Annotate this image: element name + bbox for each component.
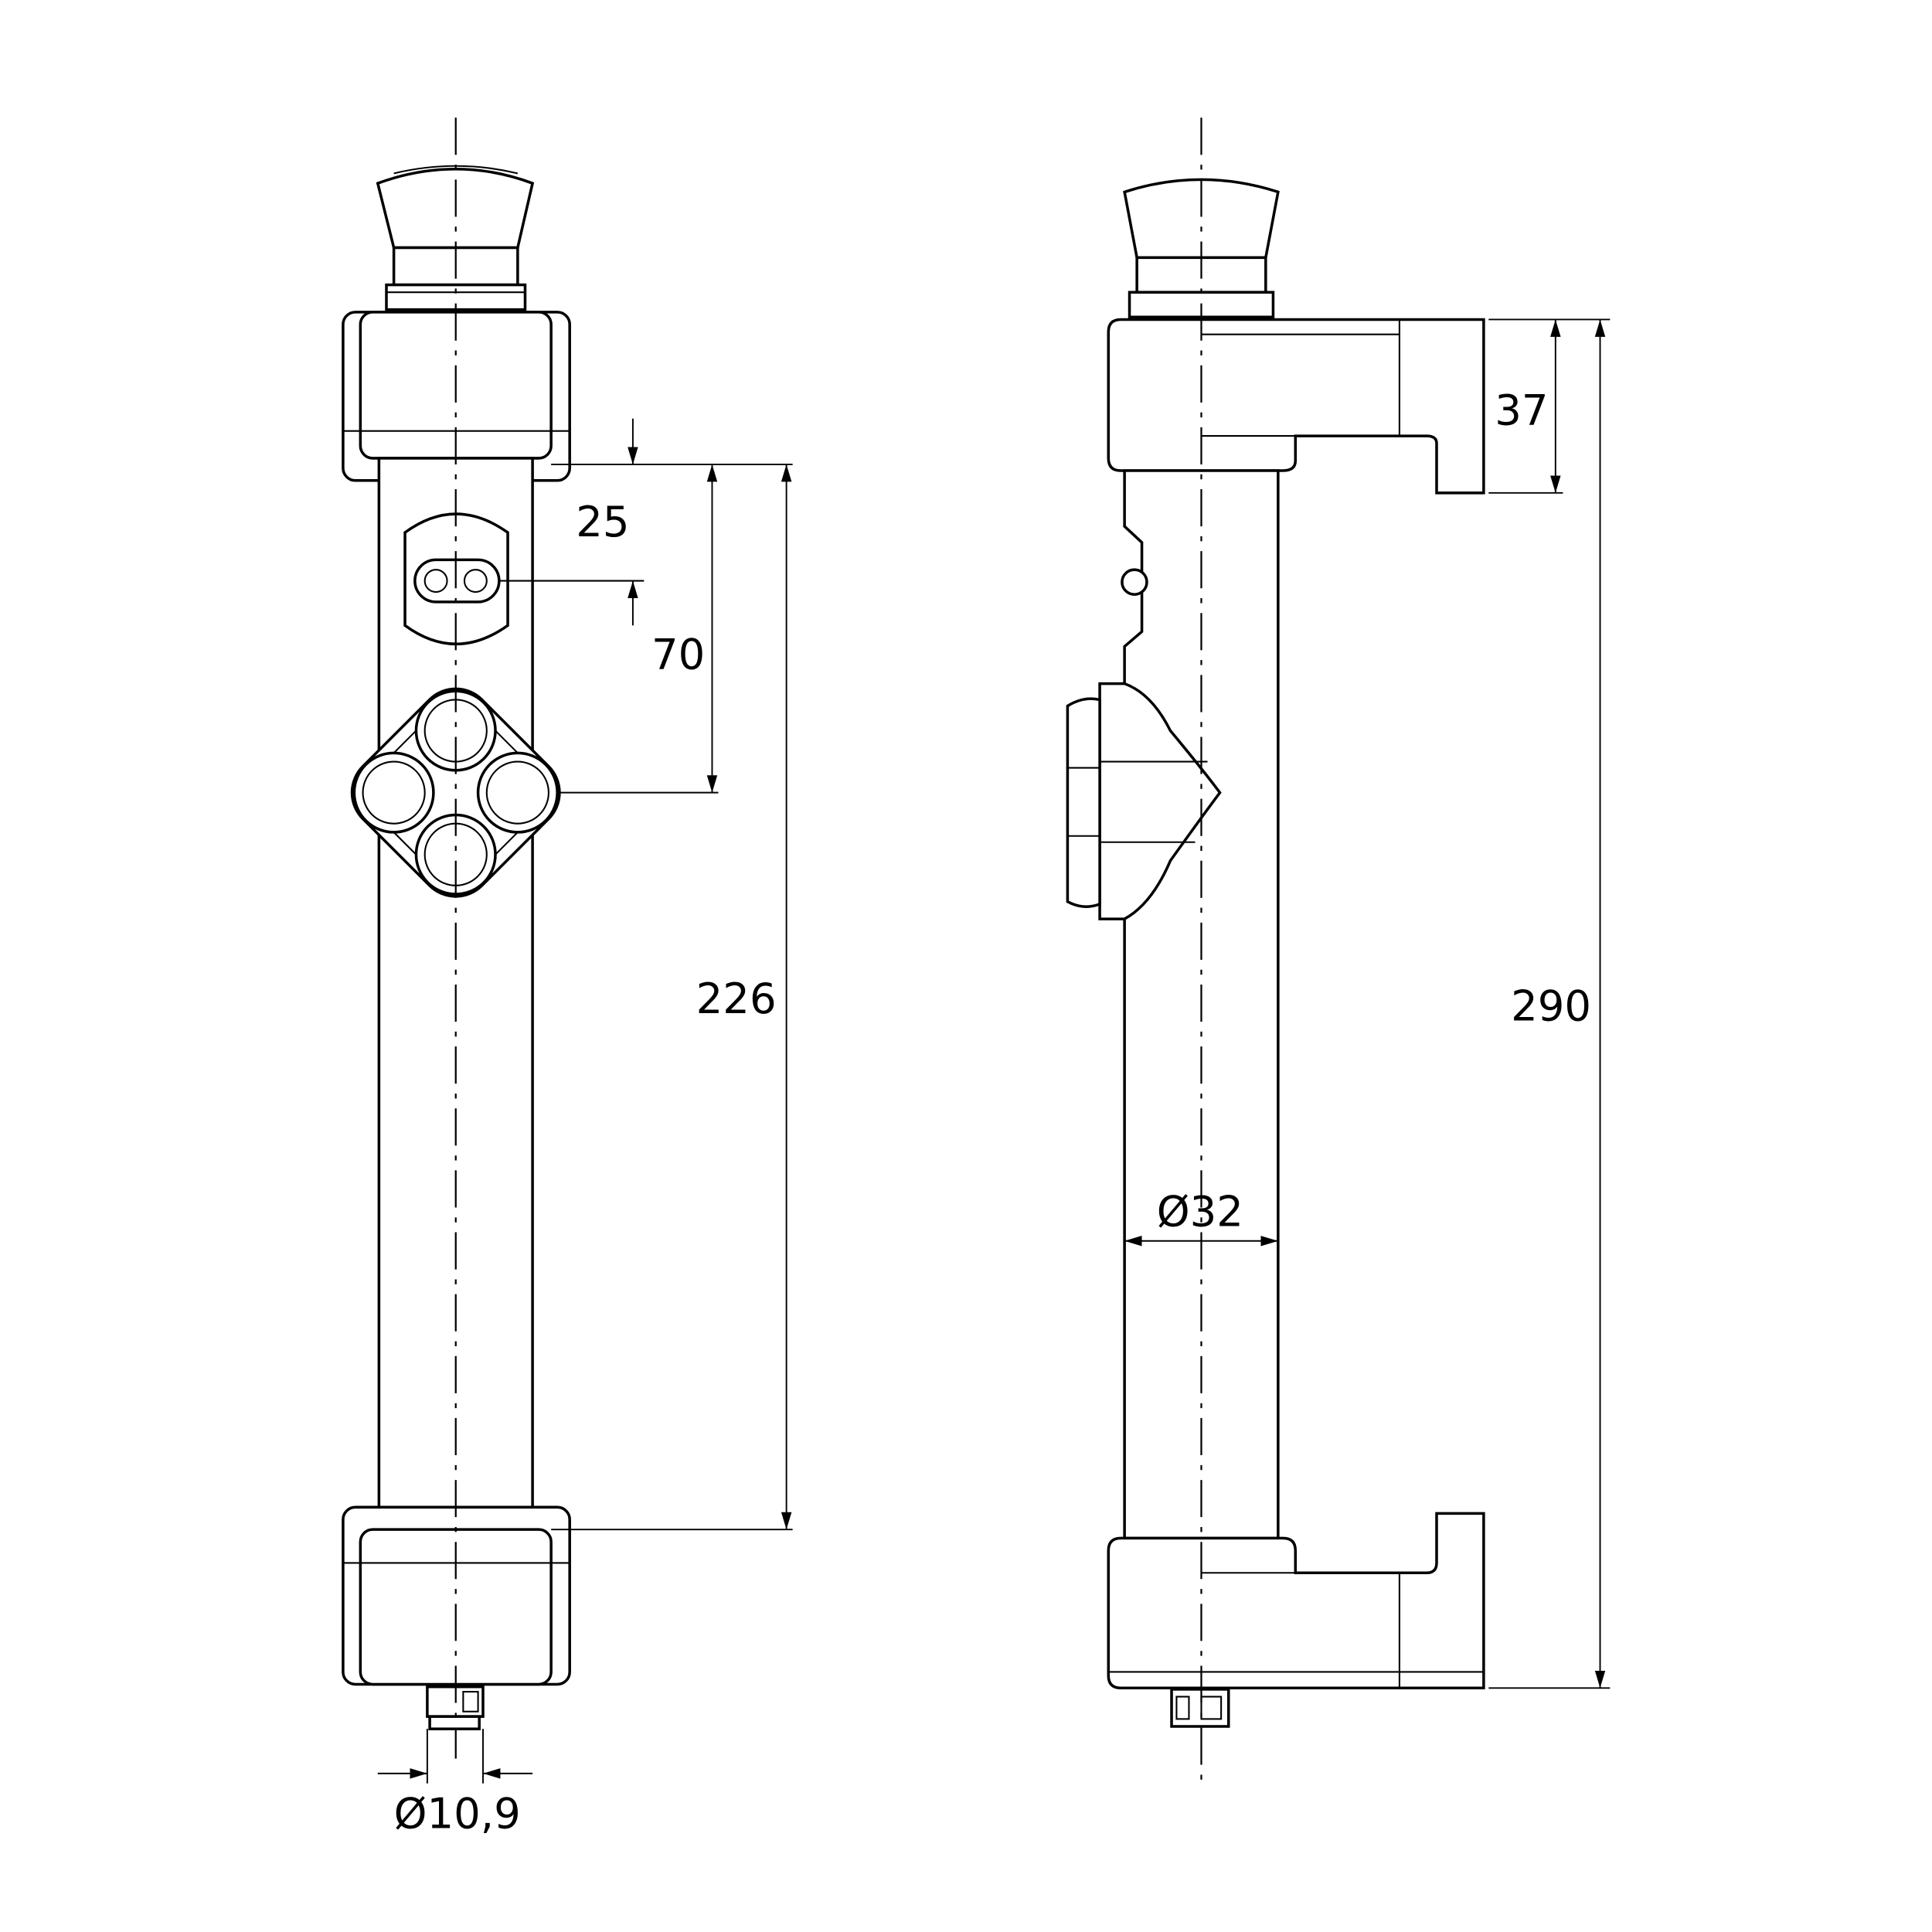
dim-label-290: 290 bbox=[1511, 981, 1591, 1031]
dim-label-diameter-32: Ø32 bbox=[1157, 1187, 1243, 1236]
dimension-226: 226 bbox=[551, 464, 793, 1531]
side-view: 37 290 Ø32 bbox=[1066, 117, 1611, 1784]
dim-label-70: 70 bbox=[651, 629, 705, 679]
front-view: 25 70 226 Ø10,9 bbox=[342, 117, 793, 1838]
dimension-diameter-10-9: Ø10,9 bbox=[377, 1729, 533, 1838]
bottom-bracket bbox=[342, 1505, 571, 1686]
button-cluster bbox=[350, 687, 719, 898]
dim-label-37: 37 bbox=[1495, 386, 1548, 435]
dimension-70: 70 bbox=[651, 464, 718, 793]
dim-label-25: 25 bbox=[576, 497, 629, 546]
dimension-25: 25 bbox=[551, 418, 793, 626]
dim-label-226: 226 bbox=[696, 974, 777, 1023]
button-right bbox=[476, 751, 559, 834]
dim-label-diameter-10-9: Ø10,9 bbox=[394, 1788, 521, 1838]
button-cluster-side bbox=[1066, 682, 1222, 920]
bottom-bracket-side bbox=[1107, 1512, 1485, 1690]
dimension-diameter-32: Ø32 bbox=[1124, 1187, 1278, 1247]
top-bracket-side bbox=[1107, 318, 1485, 495]
dimension-290: 290 bbox=[1488, 319, 1611, 1689]
button-left bbox=[352, 751, 435, 834]
connector-side bbox=[1170, 1688, 1230, 1728]
indicator-led-side bbox=[1121, 568, 1148, 596]
dimension-37: 37 bbox=[1488, 318, 1611, 494]
